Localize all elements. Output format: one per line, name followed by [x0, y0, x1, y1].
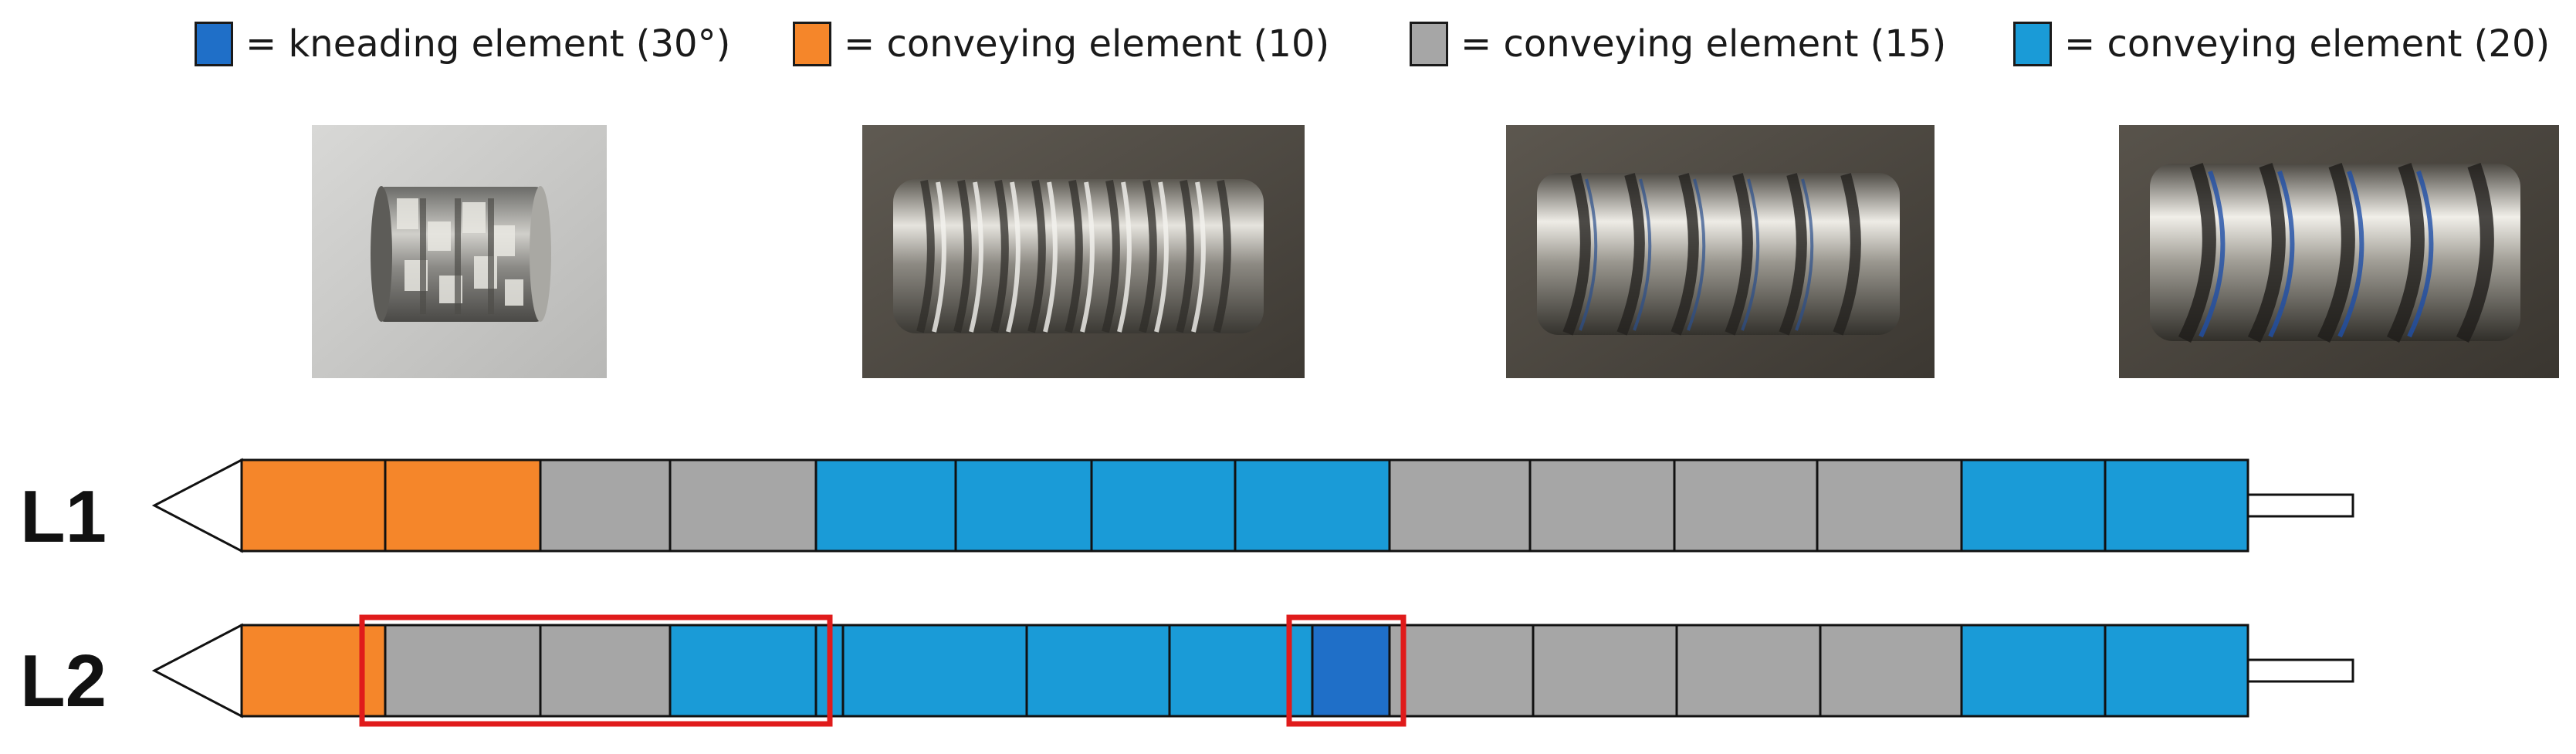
- highlight-box: [1286, 614, 1406, 727]
- conveying-element-20-photo: [2119, 125, 2559, 378]
- screw-element-conv20: [2104, 458, 2249, 553]
- screw-tip: [151, 458, 243, 553]
- conveying-element-15-photo: [1506, 125, 1935, 378]
- screw-element-knead30: [1311, 624, 1391, 718]
- screw-element-conv20: [1025, 624, 1171, 718]
- legend: = kneading element (30°) = conveying ele…: [0, 0, 2576, 85]
- legend-label: = conveying element (10): [844, 22, 1330, 66]
- screw-element-conv20: [1234, 458, 1391, 553]
- row-label-l1: L1: [20, 475, 107, 558]
- legend-label: = kneading element (30°): [245, 22, 731, 66]
- legend-swatch: [195, 22, 233, 66]
- screw-element-conv15: [1675, 624, 1822, 718]
- screw-element-conv10: [384, 458, 542, 553]
- screw-element-conv10: [240, 458, 387, 553]
- legend-item-conveying-10: = conveying element (10): [793, 17, 1329, 71]
- legend-label: = conveying element (15): [1461, 22, 1947, 66]
- legend-item-conveying-15: = conveying element (15): [1410, 17, 1946, 71]
- screw-configurations: [151, 458, 2354, 727]
- screw-element-conv20: [1090, 458, 1237, 553]
- screw-element-conv15: [384, 624, 542, 718]
- screw-shaft-end: [2246, 493, 2354, 518]
- row-label-l2: L2: [20, 640, 107, 722]
- screw-element-conv15: [669, 458, 817, 553]
- screw-element-conv20: [814, 458, 957, 553]
- screw-shaft-end: [2246, 658, 2354, 683]
- screw-element-conv15: [1816, 458, 1963, 553]
- legend-label: = conveying element (20): [2064, 22, 2551, 66]
- screw-element-conv15: [1388, 458, 1532, 553]
- screw-element-conv20: [1960, 458, 2107, 553]
- conveying-element-10-photo: [862, 125, 1305, 378]
- legend-swatch: [793, 22, 831, 66]
- screw-element-conv15: [1528, 458, 1676, 553]
- legend-swatch: [1410, 22, 1448, 66]
- screw-element-conv15: [1819, 624, 1963, 718]
- legend-item-kneading-30: = kneading element (30°): [195, 17, 730, 71]
- legend-item-conveying-20: = conveying element (20): [2013, 17, 2550, 71]
- screw-element-conv15: [539, 624, 672, 718]
- screw-element-conv20: [954, 458, 1093, 553]
- screw-element-conv20: [669, 624, 817, 718]
- screw-element-conv20: [1960, 624, 2107, 718]
- screw-element-conv15: [1388, 624, 1535, 718]
- screw-element-conv15: [1673, 458, 1819, 553]
- legend-swatch: [2013, 22, 2052, 66]
- screw-element-conv15: [539, 458, 672, 553]
- screw-element-conv20: [841, 624, 1028, 718]
- screw-tip: [151, 623, 243, 718]
- highlight-box: [359, 614, 833, 727]
- screw-element-conv15: [1532, 624, 1678, 718]
- screw-element-conv20: [2104, 624, 2249, 718]
- kneading-element-photo: [312, 125, 607, 378]
